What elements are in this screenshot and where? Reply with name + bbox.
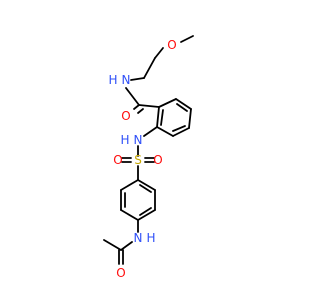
ring1-bond-3 xyxy=(188,108,192,129)
bond-carbonyl-o-2 xyxy=(137,108,144,114)
nitrogen-label-acetamide: N xyxy=(134,231,143,245)
oxygen-label-methoxy: O xyxy=(167,38,176,52)
ring1-double-2 xyxy=(172,125,186,132)
sulfur-label: S xyxy=(134,153,142,167)
hydrogen-label-acetamide: H xyxy=(146,231,155,245)
nitrogen-label-amide: N xyxy=(122,73,131,87)
bond-carbonyl-methyl xyxy=(103,239,122,251)
ring1-bond-2 xyxy=(175,98,192,110)
phenyl-ring xyxy=(120,179,156,221)
atom-labels: O N H O N H S O O N H O xyxy=(108,38,176,280)
bond-n-carbonyl xyxy=(120,241,133,251)
bond-ch2-n xyxy=(130,77,145,81)
oxygen-label-sulfonyl-right: O xyxy=(153,153,162,167)
ring1-bond-1 xyxy=(158,98,177,108)
amide-group xyxy=(125,87,160,114)
benzamide-ring xyxy=(156,98,192,137)
nitrogen-label-sulfonamide: N xyxy=(134,133,143,147)
molecule-canvas: O N H O N H S O O N H O xyxy=(103,35,194,280)
bond-carbonyl-ring xyxy=(138,104,160,108)
bond-methyl-o xyxy=(180,35,194,43)
oxygen-label-amide: O xyxy=(121,109,130,123)
bond-ring-nh xyxy=(143,126,158,137)
oxygen-label-acetamide: O xyxy=(116,266,125,280)
hydrogen-label-sulfonamide: H xyxy=(120,133,129,147)
ring2-bond-3 xyxy=(137,209,156,221)
bond-ch2-ch2 xyxy=(143,57,156,79)
ring2-double-1 xyxy=(139,184,152,193)
ring1-bond-6 xyxy=(156,106,160,128)
sulfonamide-group xyxy=(121,126,158,181)
structure-diagram: O N H O N H S O O N H O xyxy=(103,35,194,280)
bond-o-ch2 xyxy=(154,47,164,59)
hydrogen-label-amide: H xyxy=(108,73,117,87)
ring2-double-2 xyxy=(139,207,152,216)
ring2-bond-4 xyxy=(120,209,139,221)
bond-carbonyl-o-1 xyxy=(133,104,140,110)
ring1-bond-4 xyxy=(172,127,190,137)
methoxyethyl-chain xyxy=(130,35,194,81)
ring1-double-3 xyxy=(160,109,164,126)
oxygen-label-sulfonyl-left: O xyxy=(113,153,122,167)
acetamide-group xyxy=(103,219,139,265)
bond-n-carbonyl xyxy=(125,87,140,106)
ring2-bond-1 xyxy=(137,179,156,191)
ring1-double-1 xyxy=(176,103,188,112)
ring2-bond-6 xyxy=(120,179,139,191)
ring1-bond-5 xyxy=(156,126,174,137)
